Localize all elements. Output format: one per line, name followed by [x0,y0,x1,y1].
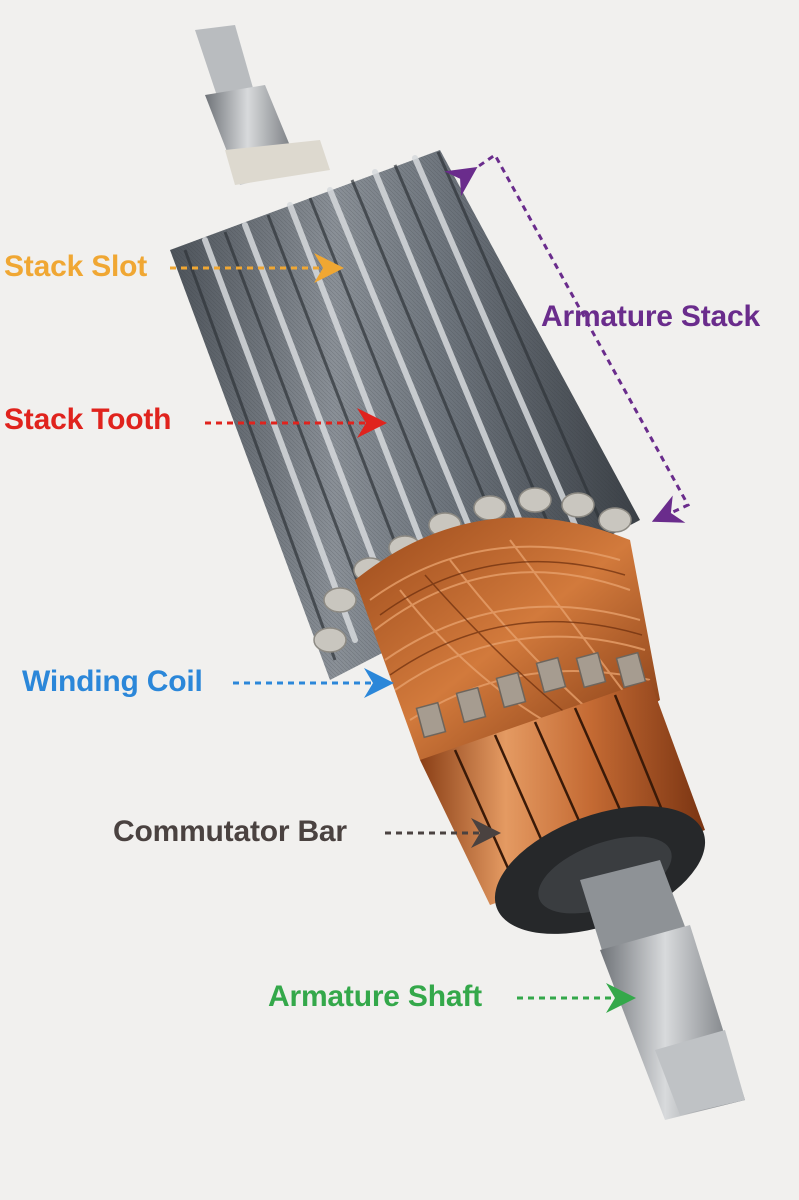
label-armature-shaft: Armature Shaft [268,980,482,1013]
label-stack-tooth: Stack Tooth [4,403,172,436]
label-armature-stack: Armature Stack [541,300,760,333]
armature-stack-bracket [444,152,691,523]
label-winding-coil: Winding Coil [22,665,203,698]
label-stack-slot: Stack Slot [4,250,148,283]
top-shaft [195,25,330,185]
commutator-tabs [415,651,647,739]
bottom-shaft [580,860,745,1120]
leader-lines [170,152,691,1013]
winding-coil [355,517,660,762]
label-commutator-bar: Commutator Bar [113,815,347,848]
